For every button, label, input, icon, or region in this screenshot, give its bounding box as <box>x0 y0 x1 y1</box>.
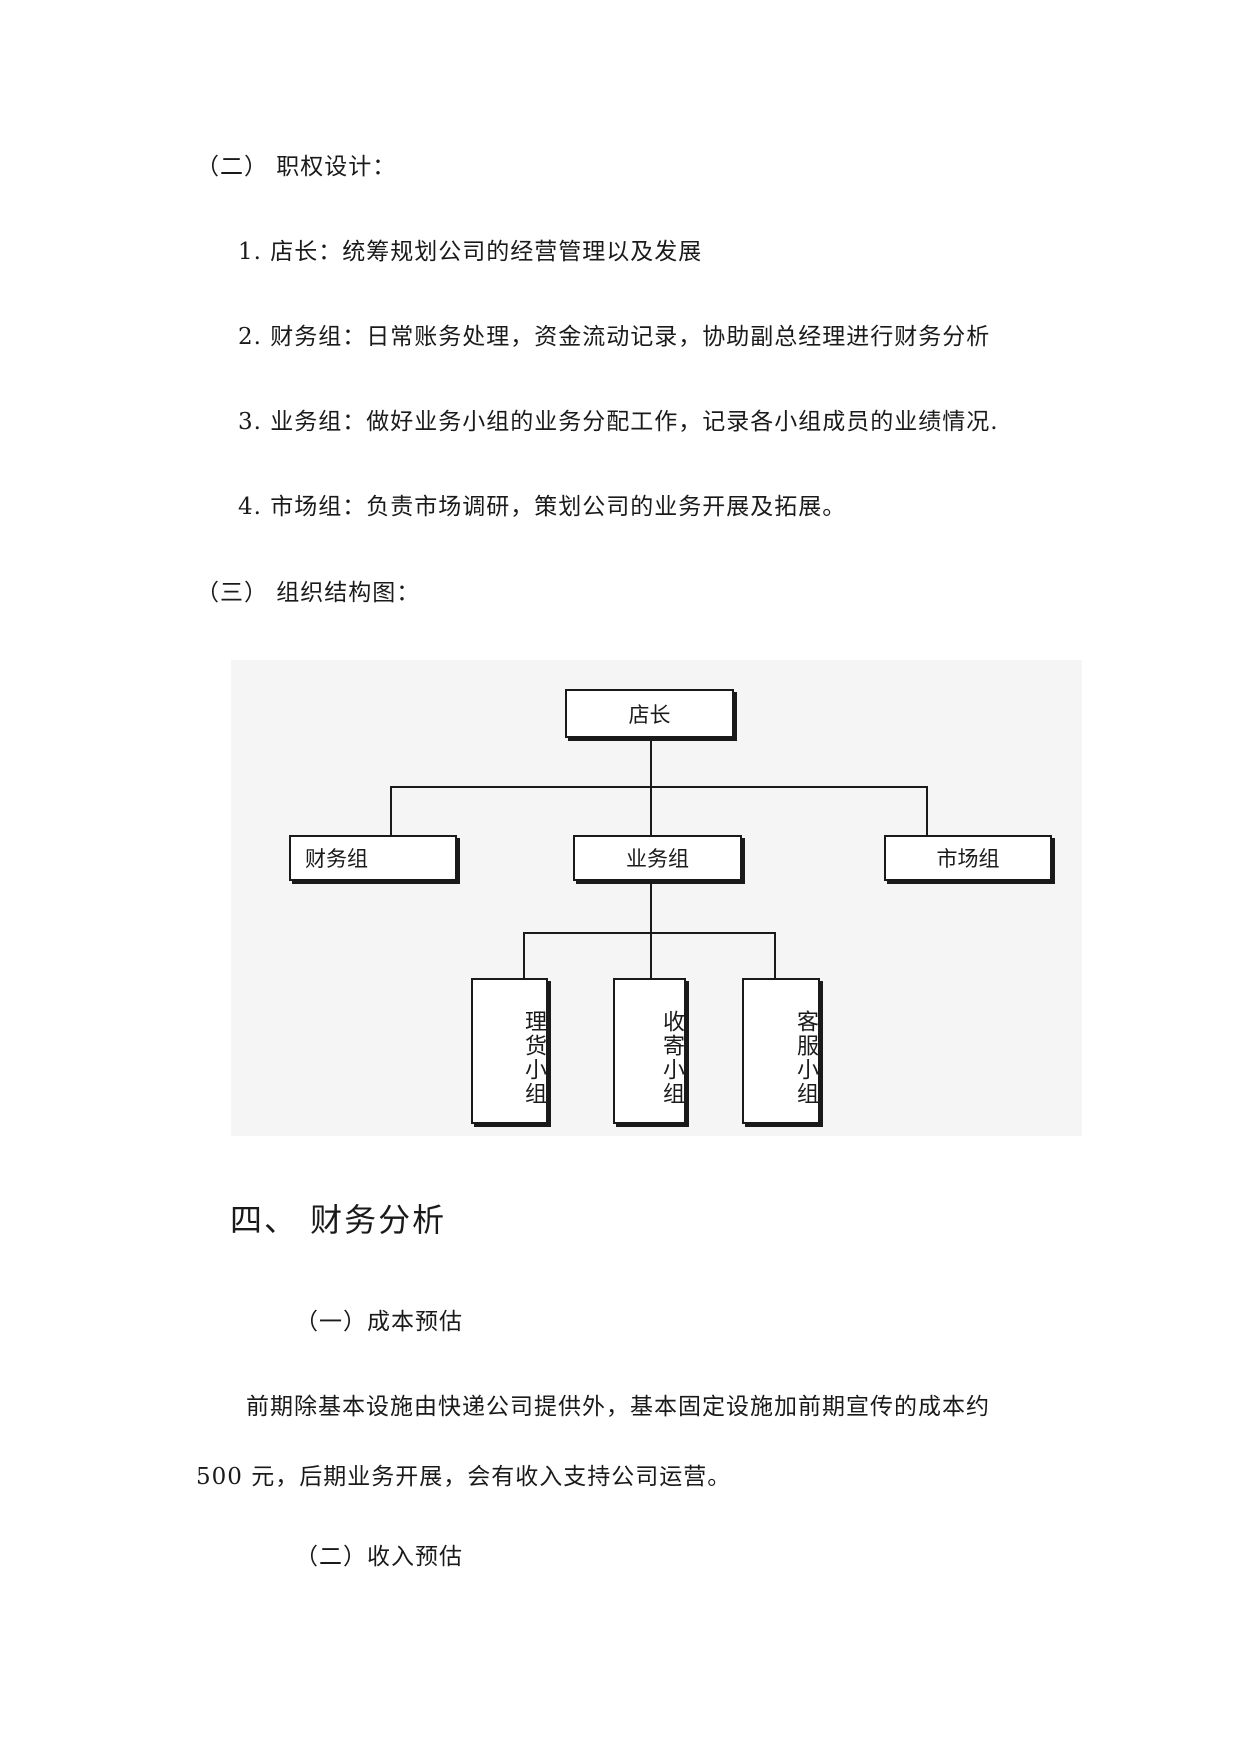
connector <box>523 932 775 934</box>
connector <box>650 738 652 786</box>
connector <box>390 786 392 836</box>
connector <box>650 786 652 836</box>
duty-item-2: 2. 财务组：日常账务处理，资金流动记录，协助副总经理进行财务分析 <box>238 324 991 350</box>
org-node-root: 店长 <box>565 689 734 738</box>
section-3-heading: （三） 组织结构图： <box>196 580 421 606</box>
section-2-heading: （二） 职权设计： <box>196 154 397 180</box>
org-node-shipping-team: 收寄小组 <box>613 978 686 1124</box>
org-node-stock-team: 理货小组 <box>471 978 548 1124</box>
cost-paragraph-line-2: 500 元，后期业务开展，会有收入支持公司运营。 <box>196 1464 732 1490</box>
connector <box>650 932 652 979</box>
connector <box>390 786 926 788</box>
org-node-finance: 财务组 <box>289 835 457 881</box>
cost-paragraph-line-1: 前期除基本设施由快递公司提供外，基本固定设施加前期宣传的成本约 <box>246 1394 990 1420</box>
org-node-business: 业务组 <box>573 835 742 881</box>
org-node-market: 市场组 <box>884 835 1052 881</box>
chapter-4-heading: 四、 财务分析 <box>230 1201 447 1239</box>
cost-heading: （一）成本预估 <box>295 1309 463 1335</box>
connector <box>523 932 525 979</box>
income-heading: （二）收入预估 <box>295 1544 463 1570</box>
duty-item-4: 4. 市场组：负责市场调研，策划公司的业务开展及拓展。 <box>238 494 847 520</box>
connector <box>774 932 776 979</box>
org-node-service-team: 客服小组 <box>742 978 820 1124</box>
duty-item-3: 3. 业务组：做好业务小组的业务分配工作，记录各小组成员的业绩情况. <box>238 409 999 435</box>
connector <box>926 786 928 836</box>
connector <box>650 880 652 932</box>
duty-item-1: 1. 店长：统筹规划公司的经营管理以及发展 <box>238 239 703 265</box>
